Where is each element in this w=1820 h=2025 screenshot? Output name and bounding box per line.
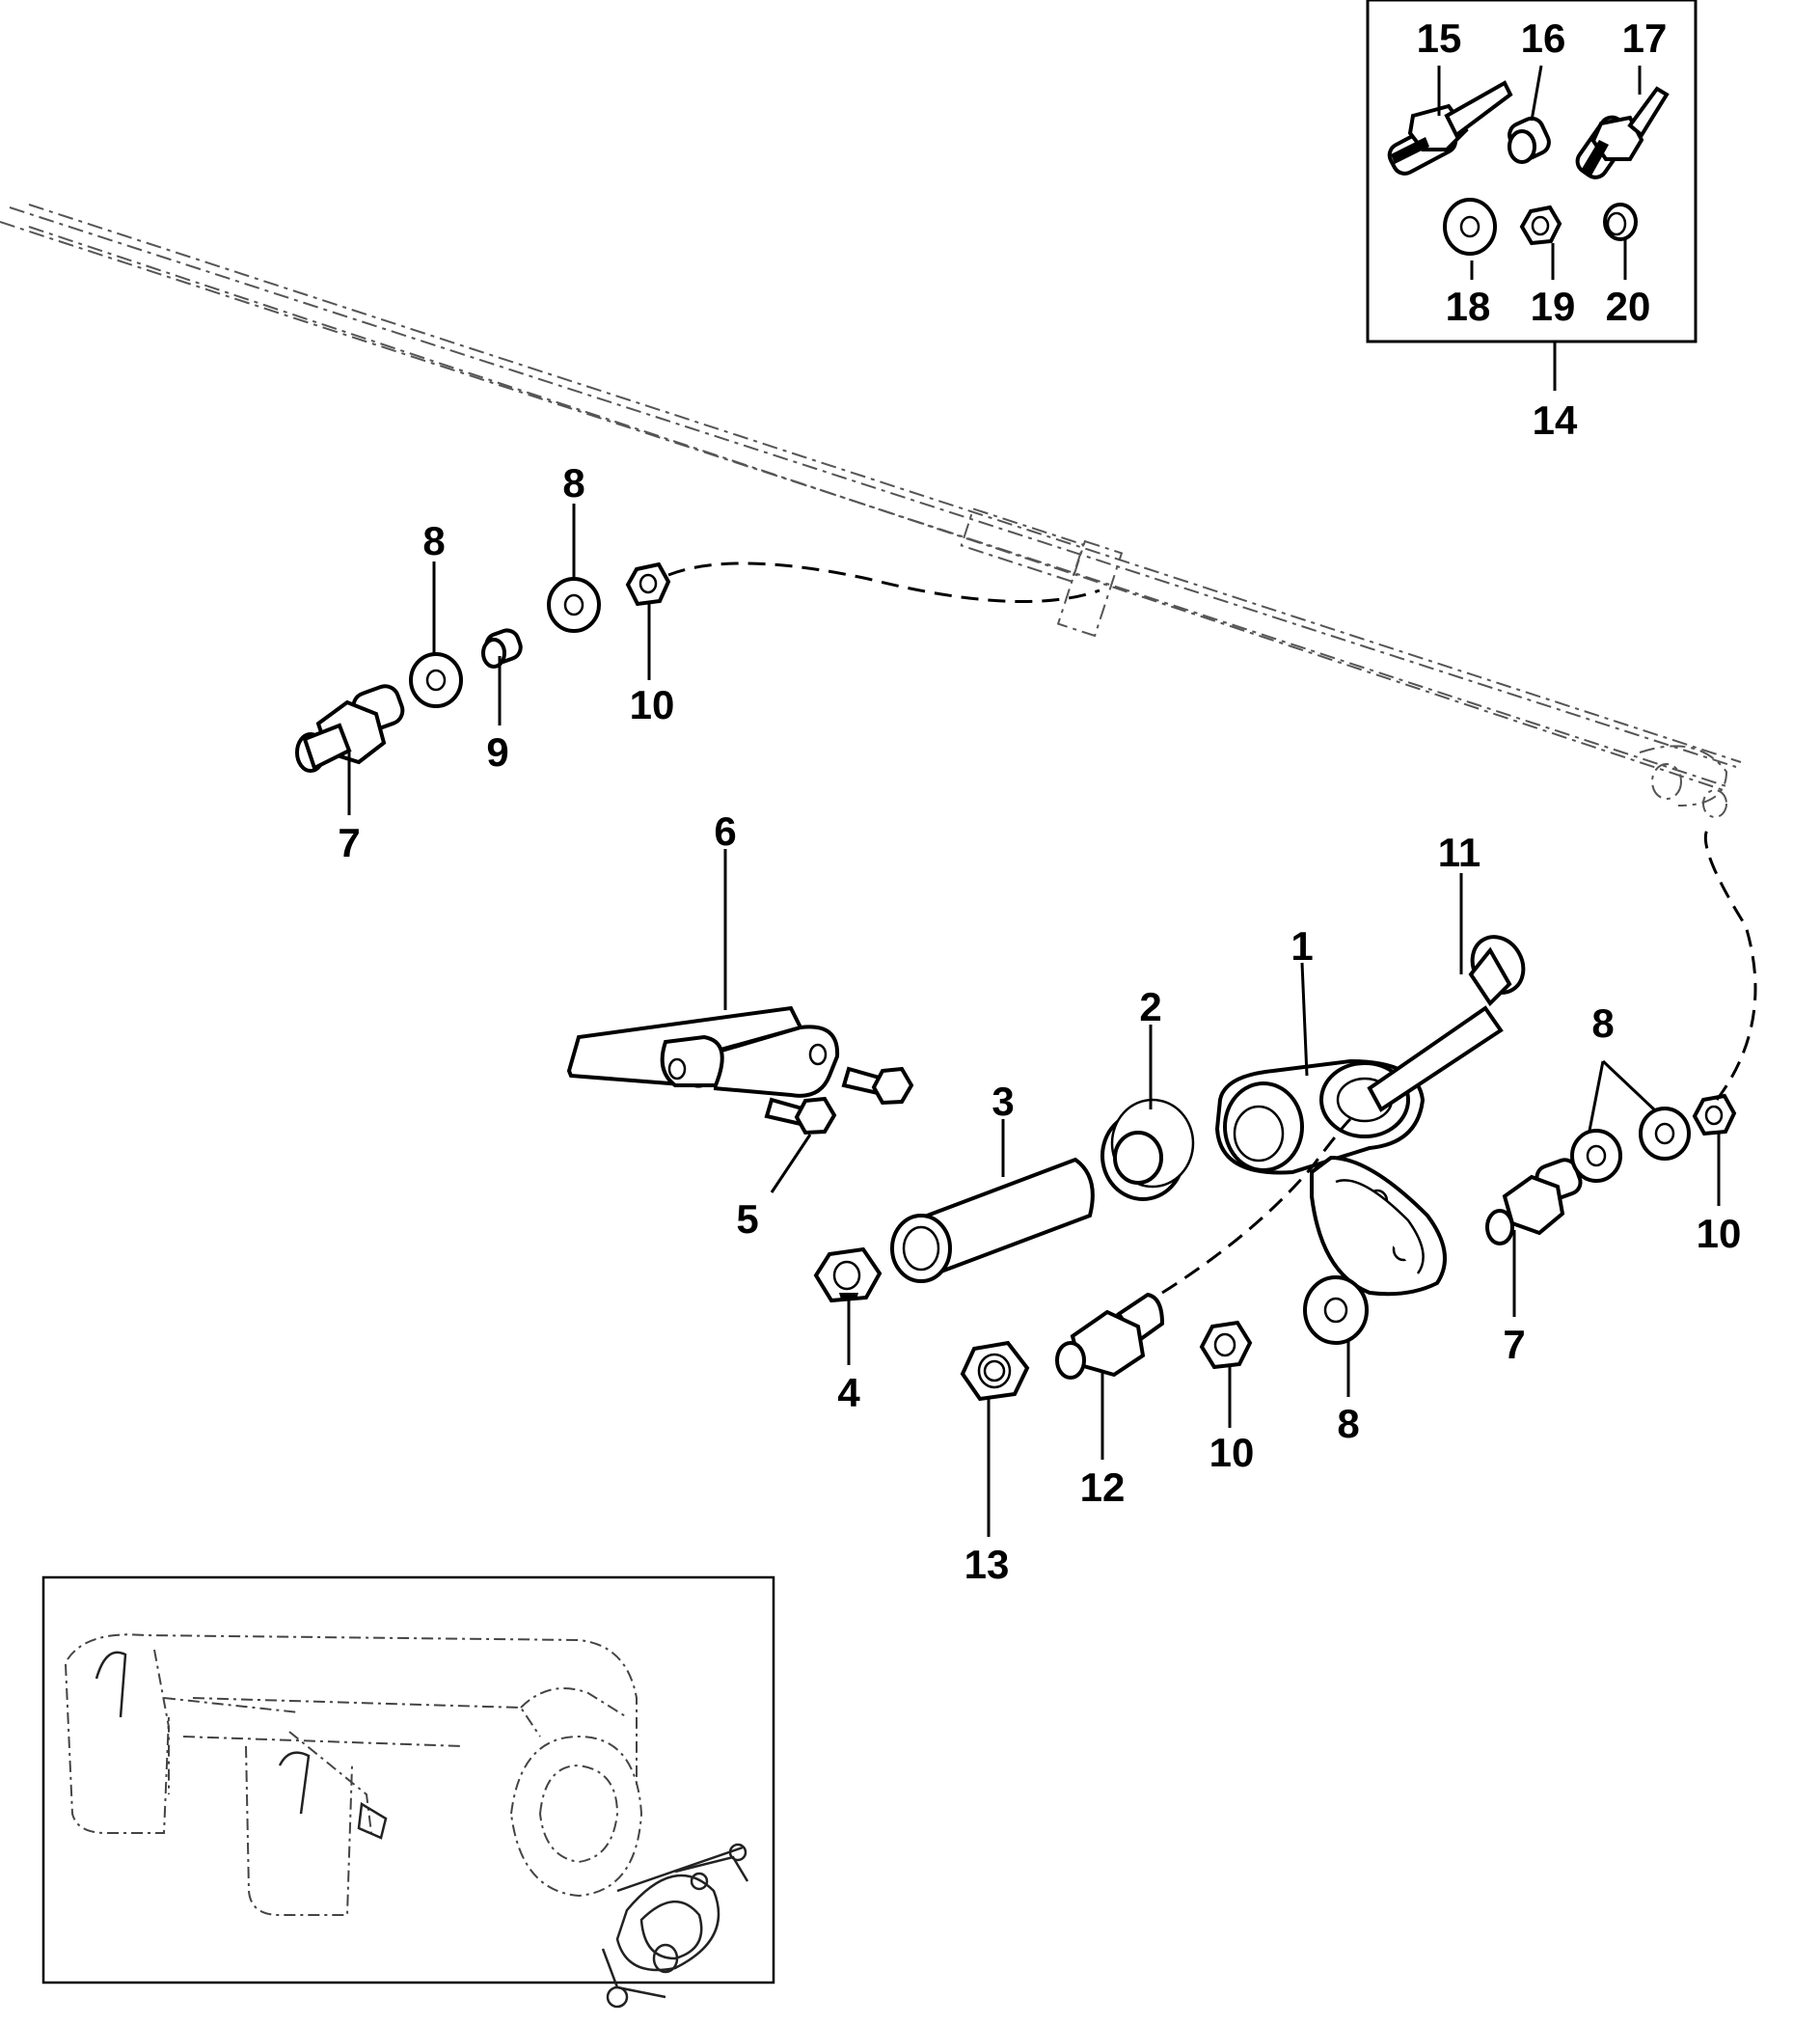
callout-9: 9	[486, 729, 508, 775]
part-4-nut	[813, 1246, 883, 1303]
path-stud-12-to-lever	[1161, 1117, 1352, 1295]
callout-14: 14	[1533, 397, 1578, 443]
path-nut-10-to-rod	[667, 561, 1100, 603]
part-8-washer-upper-left	[409, 652, 463, 708]
leader-1	[1300, 962, 1309, 1077]
throttle-rod-ghost	[0, 204, 1742, 818]
callout-8-lower-right: 8	[1591, 1000, 1614, 1046]
part-8-washer-lower-left	[1570, 1129, 1622, 1183]
callout-12: 12	[1080, 1464, 1126, 1510]
leader-8-lower-left	[1588, 1060, 1605, 1132]
kit-box	[1366, 0, 1698, 343]
callout-10-upper: 10	[630, 682, 675, 727]
part-18-washer	[1443, 198, 1497, 256]
part-16-bushing	[1508, 116, 1551, 164]
part-10-nut-right	[1692, 1093, 1737, 1136]
part-10-nut-lower	[1199, 1320, 1253, 1370]
part-12-stud	[1055, 1292, 1165, 1380]
part-2-bushing	[1100, 1098, 1195, 1201]
callout-8-upper-left: 8	[422, 518, 445, 563]
inset-engine-view	[41, 1575, 775, 2009]
callout-10-lower: 10	[1209, 1430, 1255, 1475]
part-8-washer-upper-right	[547, 577, 601, 633]
path-nut-10-right-to-rod	[1703, 829, 1757, 1101]
part-5-bolt-b	[764, 1096, 837, 1136]
callout-5: 5	[736, 1196, 758, 1242]
callout-11: 11	[1438, 830, 1480, 875]
part-8-washer-lower-right	[1639, 1107, 1691, 1161]
part-20-ring	[1603, 203, 1638, 241]
part-10-nut-upper	[625, 561, 671, 607]
part-1-lever	[1214, 1058, 1447, 1297]
callout-20: 20	[1606, 284, 1651, 329]
callout-17: 17	[1622, 15, 1668, 61]
part-9-bushing	[481, 628, 523, 669]
part-6-bracket	[566, 1005, 840, 1098]
part-7-stud-upper	[295, 684, 405, 773]
part-3-sleeve	[890, 1157, 1095, 1283]
part-5-bolt-a	[841, 1066, 914, 1106]
callout-6: 6	[714, 808, 736, 854]
callout-15: 15	[1417, 15, 1462, 61]
part-17-stud	[1575, 86, 1670, 179]
leader-8-lower-right	[1601, 1059, 1656, 1111]
callout-7-lower: 7	[1503, 1322, 1525, 1367]
part-19-nut	[1519, 205, 1562, 246]
callout-13: 13	[964, 1542, 1010, 1587]
callout-1: 1	[1290, 923, 1313, 969]
callout-3: 3	[991, 1079, 1014, 1124]
part-8-washer-lower-middle	[1303, 1275, 1369, 1345]
callout-19: 19	[1531, 284, 1576, 329]
leader-5	[770, 1134, 812, 1193]
callout-16: 16	[1521, 15, 1566, 61]
callout-7-upper: 7	[338, 820, 360, 865]
part-11-bolt	[1367, 935, 1526, 1112]
callout-labels: 1 2 3 4 5 6 7 7 8 8 8 8 9 10 10 10 11 12…	[338, 15, 1741, 1587]
callout-8-upper-right: 8	[562, 460, 584, 506]
callout-4: 4	[837, 1370, 860, 1415]
part-13-nut	[960, 1340, 1030, 1402]
part-15-stud	[1387, 80, 1513, 176]
leader-16	[1530, 65, 1543, 122]
callout-2: 2	[1139, 984, 1161, 1029]
callout-8-lower-middle: 8	[1337, 1401, 1359, 1446]
callout-18: 18	[1446, 284, 1491, 329]
part-7-stud-lower	[1485, 1158, 1583, 1245]
callout-10-right: 10	[1697, 1211, 1742, 1256]
